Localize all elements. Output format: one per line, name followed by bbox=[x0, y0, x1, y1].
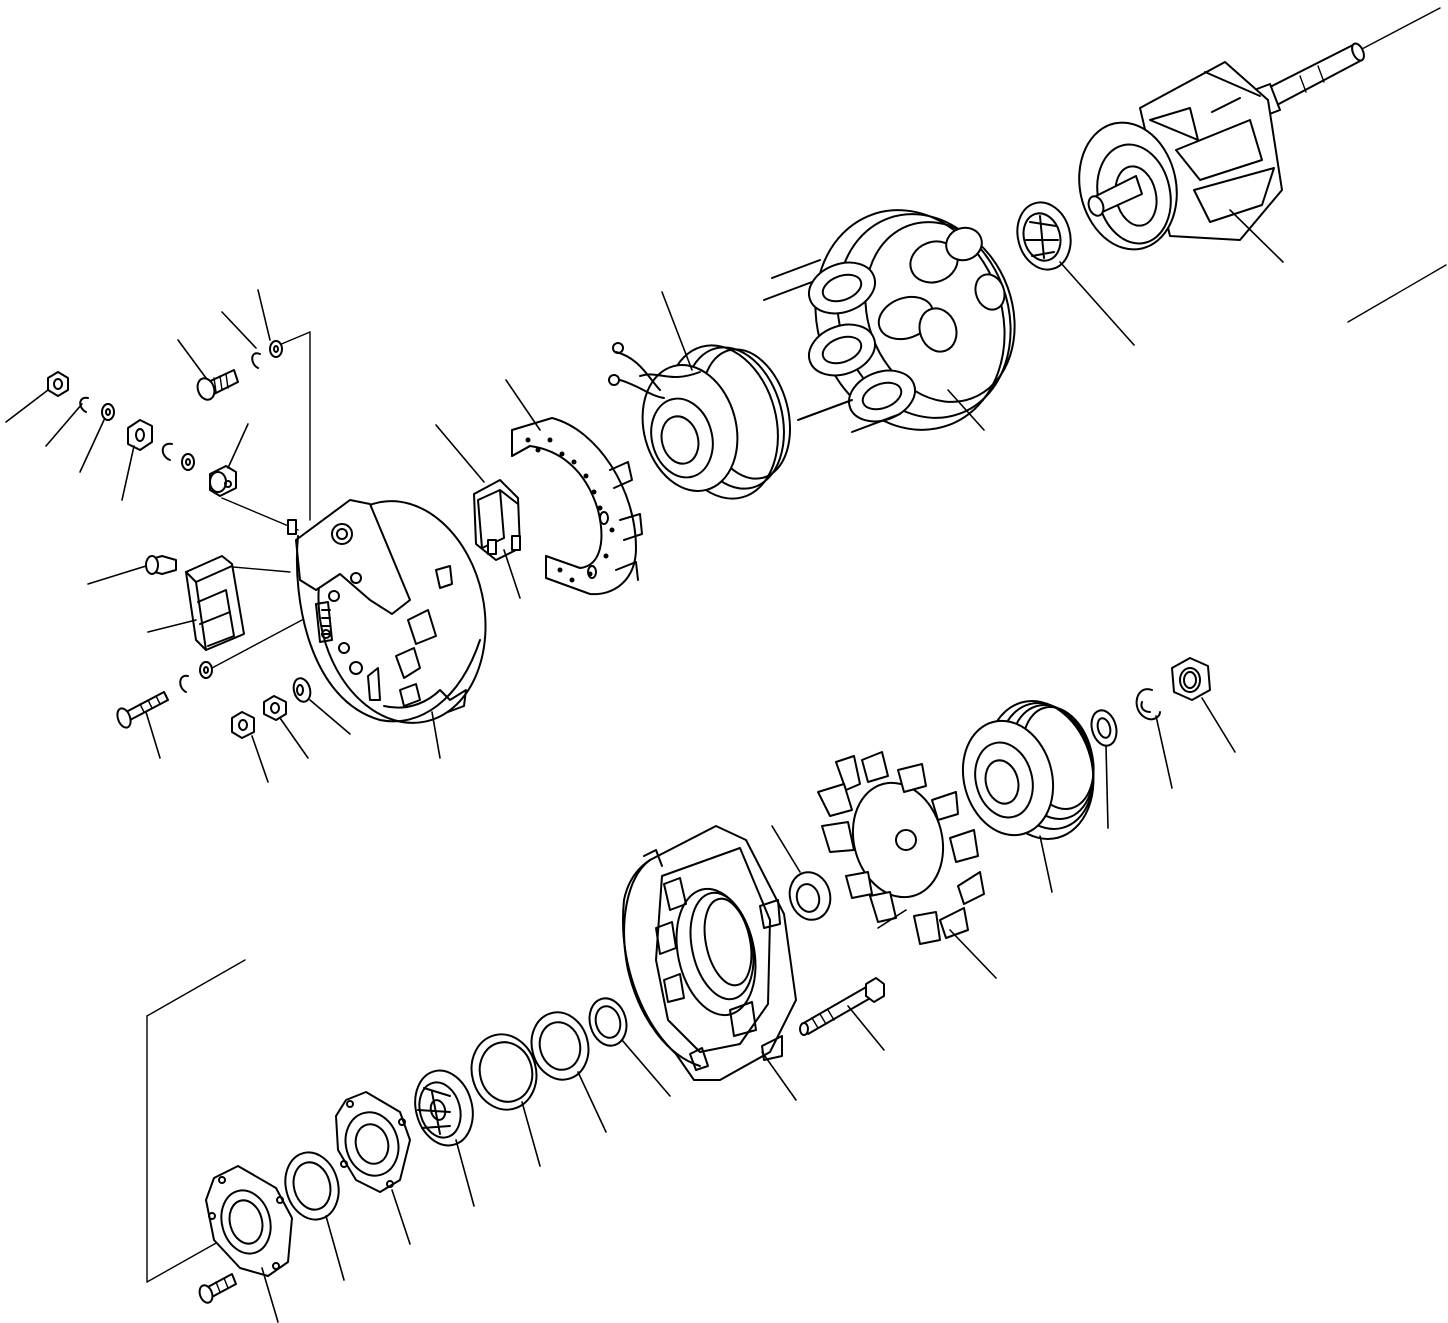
insulator-cap bbox=[209, 465, 237, 497]
leader-insulator-cap bbox=[227, 423, 249, 469]
terminal-washer bbox=[269, 340, 283, 358]
leader-bearing-seal-lower bbox=[325, 1215, 345, 1281]
leader-stator bbox=[947, 389, 985, 431]
leader-bushing bbox=[309, 699, 351, 735]
rear-housing bbox=[287, 499, 487, 724]
leader-terminal-washer bbox=[257, 289, 271, 341]
pulley-nut bbox=[1171, 657, 1211, 701]
leader-field-coil bbox=[661, 291, 693, 371]
bearing-seal bbox=[588, 997, 628, 1047]
leader-rotor-shaft bbox=[1229, 209, 1284, 263]
terminal-bolt bbox=[196, 369, 239, 401]
leader-rotor-bearing bbox=[1059, 261, 1135, 346]
leader-lockwasher-upper bbox=[45, 403, 83, 447]
field-coil bbox=[608, 342, 792, 500]
front-bearing bbox=[414, 1069, 474, 1147]
hex-nut-upper bbox=[47, 371, 69, 397]
washer-upper bbox=[101, 403, 115, 421]
pulley bbox=[961, 700, 1095, 840]
leader-through-bolt bbox=[847, 1005, 885, 1051]
leader-front-housing bbox=[761, 1051, 797, 1101]
washer-lower bbox=[199, 661, 213, 679]
lockwasher-lower bbox=[179, 674, 189, 693]
washer-mid bbox=[181, 453, 195, 471]
leader-cooling-fan bbox=[949, 929, 997, 979]
leader-long-bolt bbox=[145, 711, 161, 759]
leader-pulley-washer bbox=[1105, 745, 1109, 829]
leader-bearing-seal bbox=[621, 1039, 671, 1097]
leader-hex-nut-lower bbox=[279, 717, 309, 759]
brush-cover bbox=[185, 555, 245, 651]
bearing-seal-lower bbox=[284, 1151, 340, 1221]
bearing-ring bbox=[470, 1033, 538, 1111]
leader-voltage-regulator-pin bbox=[503, 549, 521, 599]
bearing-shim bbox=[530, 1011, 590, 1081]
leader-pulley-lockwasher bbox=[1155, 715, 1173, 789]
flange-nut-lower bbox=[231, 711, 255, 739]
leader-bearing-retainer bbox=[391, 1189, 411, 1245]
bearing-retainer bbox=[335, 1091, 411, 1193]
spacer bbox=[788, 871, 832, 921]
flange-nut-upper bbox=[127, 419, 153, 451]
stator bbox=[763, 209, 1016, 433]
leader-brush-cover bbox=[147, 619, 197, 633]
long-bolt bbox=[116, 691, 169, 729]
leader-pulley-nut bbox=[1201, 697, 1236, 753]
bearing-cover-plate bbox=[205, 1165, 293, 1277]
rectifier-plate bbox=[511, 417, 643, 596]
leader-flange-nut-lower bbox=[251, 735, 269, 783]
leader-rectifier-plate bbox=[505, 379, 541, 431]
leader-flange-nut-upper bbox=[121, 445, 135, 501]
leader-voltage-regulator bbox=[435, 424, 485, 483]
leader-washer-upper bbox=[79, 419, 105, 473]
leader-hex-nut-upper bbox=[5, 389, 49, 423]
lockwasher-mid bbox=[161, 442, 173, 461]
voltage-regulator bbox=[473, 479, 521, 561]
assembly-axis-lines bbox=[146, 7, 1447, 1283]
leader-cooling-fan-hub bbox=[877, 909, 907, 929]
leader-pulley bbox=[1039, 835, 1053, 893]
pulley-washer bbox=[1090, 709, 1118, 747]
front-housing bbox=[622, 825, 797, 1081]
terminal-lockwasher bbox=[251, 352, 261, 369]
leader-bearing-shim bbox=[577, 1071, 607, 1133]
bushing bbox=[292, 677, 312, 703]
leader-terminal-bolt bbox=[177, 339, 207, 379]
cover-screw bbox=[145, 555, 177, 575]
leader-rear-housing bbox=[431, 711, 441, 759]
through-bolt bbox=[799, 977, 885, 1036]
lockwasher-upper bbox=[79, 396, 89, 413]
leader-front-bearing bbox=[455, 1139, 475, 1207]
cooling-fan bbox=[817, 751, 985, 945]
pulley-lockwasher bbox=[1135, 688, 1161, 721]
leader-bearing-ring bbox=[521, 1101, 541, 1167]
rotor-shaft bbox=[1078, 42, 1365, 251]
retainer-screw bbox=[198, 1273, 237, 1304]
leader-bearing-cover-plate bbox=[261, 1267, 279, 1323]
leader-terminal-lockwasher bbox=[221, 311, 257, 349]
leader-cover-screw bbox=[87, 565, 147, 585]
rotor-bearing bbox=[1016, 201, 1072, 271]
hex-nut-lower bbox=[263, 695, 287, 721]
leader-spacer bbox=[771, 825, 801, 873]
